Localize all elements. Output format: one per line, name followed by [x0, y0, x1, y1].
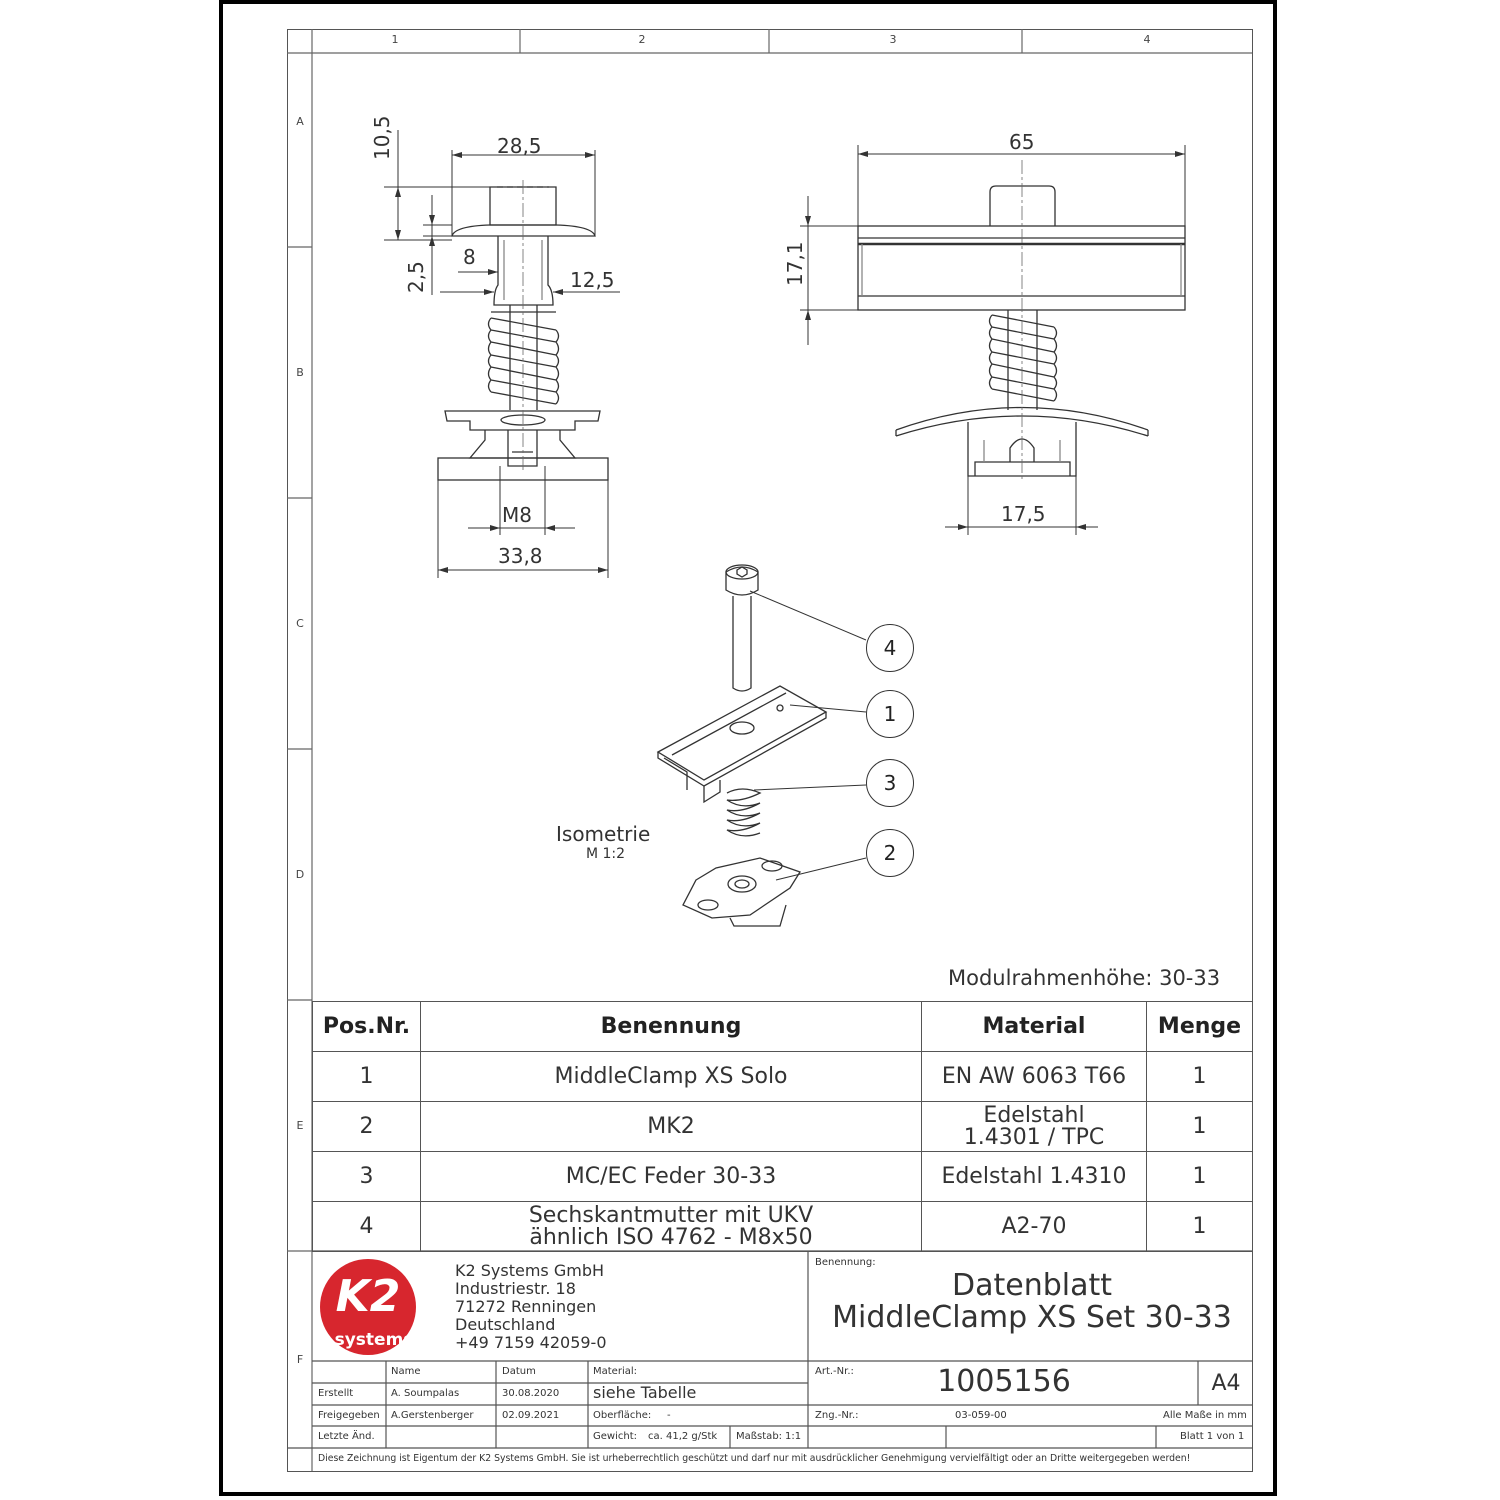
module-height-note: Modulrahmenhöhe: 30-33	[948, 966, 1221, 990]
table-row: 1 MiddleClamp XS Solo EN AW 6063 T66 1	[312, 1051, 1253, 1102]
bom-name-line2: ähnlich ISO 4762 - M8x50	[529, 1224, 813, 1250]
drawing-title-line2: MiddleClamp XS Set 30-33	[832, 1300, 1232, 1335]
bom-material: EN AW 6063 T66	[921, 1051, 1147, 1102]
company-city: 71272 Renningen	[455, 1297, 597, 1316]
zone-row-e: E	[296, 1119, 304, 1132]
material-value: siehe Tabelle	[593, 1383, 697, 1402]
bom-material-line1: Edelstahl	[983, 1102, 1085, 1128]
bom-pos: 4	[312, 1201, 421, 1252]
sheet-count: Blatt 1 von 1	[1180, 1431, 1245, 1442]
gewicht-value: ca. 41,2 g/Stk	[648, 1431, 718, 1442]
balloon-4: 4	[866, 624, 914, 672]
material-label: Material:	[593, 1366, 637, 1377]
bom-name: MC/EC Feder 30-33	[420, 1151, 922, 1202]
logo-brand: K2	[336, 1271, 401, 1322]
bom-qty: 1	[1146, 1101, 1253, 1152]
artnr-value: 1005156	[937, 1364, 1071, 1399]
table-row: 3 MC/EC Feder 30-33 Edelstahl 1.4310 1	[312, 1151, 1253, 1202]
bom-header-qty: Menge	[1146, 1001, 1253, 1052]
dim-front-shank: 12,5	[570, 268, 615, 292]
bom-name: MiddleClamp XS Solo	[420, 1051, 922, 1102]
dim-front-thread: M8	[502, 503, 532, 527]
isometric-view	[656, 564, 828, 927]
drawing-title: Datenblatt MiddleClamp XS Set 30-33	[812, 1270, 1252, 1334]
artnr-label: Art.-Nr.:	[815, 1366, 854, 1377]
sheet-format: A4	[1211, 1371, 1241, 1396]
isometry-title: Isometrie	[556, 822, 651, 846]
dimensions-unit-note: Alle Maße in mm	[1163, 1410, 1247, 1421]
col-date-header: Datum	[502, 1366, 536, 1377]
company-phone: +49 7159 42059-0	[455, 1333, 607, 1352]
bom-qty: 1	[1146, 1151, 1253, 1202]
bom-pos: 1	[312, 1051, 421, 1102]
zone-col-4: 4	[1143, 33, 1151, 46]
balloon-2: 2	[866, 829, 914, 877]
benennung-label: Benennung:	[815, 1257, 876, 1268]
zone-col-3: 3	[889, 33, 897, 46]
bom-qty: 1	[1146, 1201, 1253, 1252]
erstellt-label: Erstellt	[318, 1388, 354, 1399]
logo-circle	[320, 1259, 416, 1355]
zone-col-1: 1	[391, 33, 399, 46]
bom-header-name: Benennung	[420, 1001, 922, 1052]
drawing-frame	[287, 29, 1253, 1472]
dim-front-8: 8	[463, 245, 476, 269]
bom-header-material: Material	[921, 1001, 1147, 1052]
company-name: K2 Systems GmbH	[455, 1261, 605, 1280]
dim-side-base: 17,5	[1001, 502, 1046, 526]
dim-front-width-head: 28,5	[497, 134, 542, 158]
zngnr-value: 03-059-00	[955, 1410, 1007, 1421]
oberflaeche-value: -	[667, 1410, 671, 1421]
dim-front-base: 33,8	[498, 544, 543, 568]
col-name-header: Name	[391, 1366, 421, 1377]
zone-col-2: 2	[638, 33, 646, 46]
bom-header-row: Pos.Nr. Benennung Material Menge	[312, 1001, 1253, 1052]
copyright-note: Diese Zeichnung ist Eigentum der K2 Syst…	[318, 1453, 1191, 1464]
erstellt-date: 30.08.2020	[502, 1388, 560, 1399]
isometry-scale: M 1:2	[586, 846, 626, 862]
oberflaeche-label: Oberfläche:	[593, 1410, 652, 1421]
balloon-3: 3	[866, 759, 914, 807]
gewicht-label: Gewicht:	[593, 1431, 637, 1442]
company-address: K2 Systems GmbH Industriestr. 18 71272 R…	[455, 1262, 607, 1352]
zngnr-label: Zng.-Nr.:	[815, 1410, 859, 1421]
freigegeben-name: A.Gerstenberger	[391, 1410, 474, 1421]
massstab-value: 1:1	[785, 1431, 802, 1442]
zone-row-d: D	[295, 868, 305, 881]
letzte-aend-label: Letzte Änd.	[318, 1431, 375, 1442]
zone-row-f: F	[296, 1353, 304, 1366]
zone-row-a: A	[296, 115, 304, 128]
zone-row-b: B	[296, 366, 304, 379]
bom-name-line1: Sechskantmutter mit UKV	[528, 1202, 814, 1228]
bom-table: Pos.Nr. Benennung Material Menge 1 Middl…	[312, 1001, 1253, 1252]
freigegeben-label: Freigegeben	[318, 1410, 380, 1421]
bom-name: MK2	[420, 1101, 922, 1152]
freigegeben-date: 02.09.2021	[502, 1410, 560, 1421]
company-street: Industriestr. 18	[455, 1279, 576, 1298]
drawing-title-line1: Datenblatt	[951, 1268, 1112, 1303]
erstellt-name: A. Soumpalas	[391, 1388, 460, 1399]
dim-side-length: 65	[1009, 130, 1035, 154]
massstab-label: Maßstab:	[736, 1431, 783, 1442]
drawing-sheet	[219, 0, 1277, 1496]
bom-material-line2: 1.4301 / TPC	[963, 1124, 1105, 1150]
balloon-1: 1	[866, 690, 914, 738]
zone-row-c: C	[296, 617, 304, 630]
k2-logo-icon: K2 systems	[320, 1259, 416, 1355]
logo-sub: systems	[335, 1330, 414, 1350]
company-country: Deutschland	[455, 1315, 556, 1334]
